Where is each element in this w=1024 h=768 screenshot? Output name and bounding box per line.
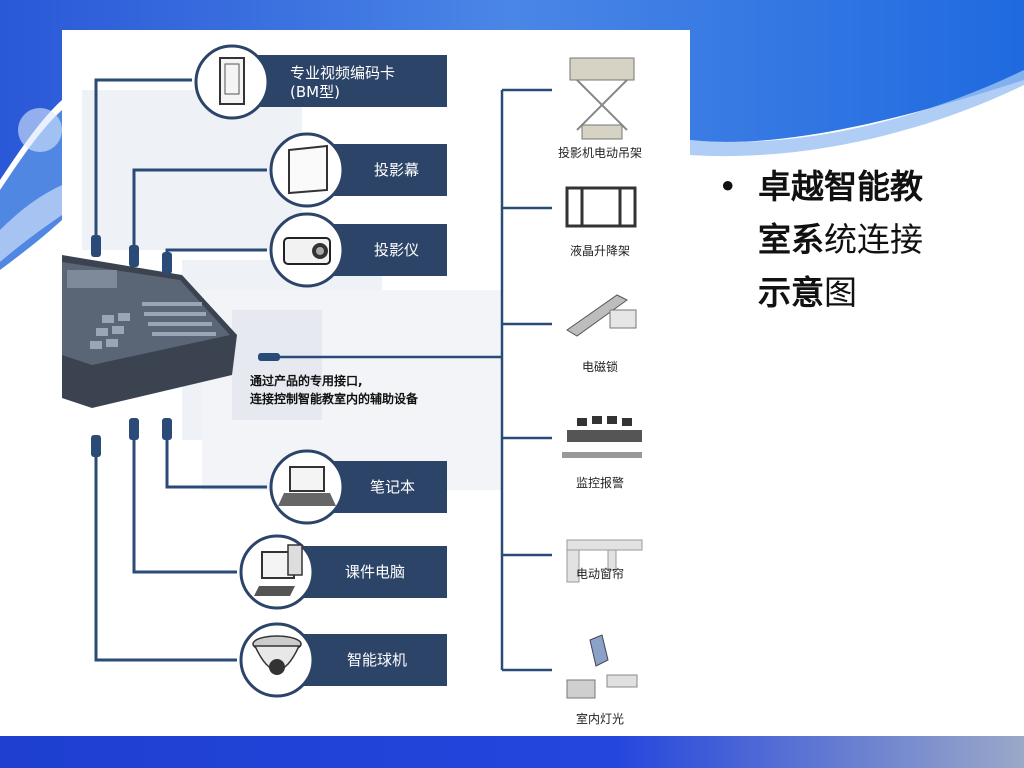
connection-note-line1: 通过产品的专用接口, (250, 374, 363, 388)
diagram-background (82, 90, 502, 490)
indoor-light-icon (566, 634, 638, 699)
slide-title-line2-bold: 室系 (758, 220, 824, 259)
surveillance-alarm-icon (562, 416, 642, 458)
pill-dome-camera (239, 622, 447, 698)
slide-title: 卓越智能教 室系统连接 示意图 (758, 160, 1008, 319)
magnetic-lock-icon (566, 294, 637, 337)
bottom-accent-bar (0, 736, 1024, 768)
connection-note: 通过产品的专用接口, 连接控制智能教室内的辅助设备 (250, 372, 418, 408)
video-card-label: 专业视频编码卡 (BM型) (290, 64, 395, 102)
laptop-label: 笔记本 (370, 478, 416, 496)
projector-icon (283, 237, 331, 265)
projector-lift-icon (569, 57, 635, 140)
dome-camera-icon (252, 635, 302, 675)
connector-plugs (91, 235, 280, 457)
projection-screen-icon (288, 144, 328, 195)
connection-note-line2: 连接控制智能教室内的辅助设备 (250, 392, 419, 406)
slide-title-line3: 示意图 (758, 266, 1008, 319)
desktop-computer-label: 课件电脑 (345, 563, 406, 581)
lcd-lift-icon (565, 186, 637, 228)
video-card-label-line2: (BM型) (290, 83, 340, 101)
slide-title-line2: 室系统连接 (758, 213, 1008, 266)
video-card-icon (219, 57, 245, 105)
right-connection-lines (277, 88, 552, 672)
slide-title-line1: 卓越智能教 (758, 167, 923, 206)
projector-lift-label: 投影机电动吊架 (557, 146, 642, 160)
left-connection-lines (94, 78, 267, 662)
magnetic-lock-label: 电磁锁 (581, 360, 618, 374)
electric-curtain-icon (566, 539, 643, 583)
indoor-light-label: 室内灯光 (575, 712, 624, 726)
laptop-icon (278, 466, 336, 506)
dome-camera-label: 智能球机 (347, 651, 408, 669)
pill-video-card (194, 44, 447, 120)
projector-label: 投影仪 (374, 241, 420, 259)
pill-projector (269, 212, 447, 288)
slide-title-line3-normal: 图 (824, 273, 857, 312)
pill-desktop-computer (239, 534, 447, 610)
slide-title-line3-bold: 示意 (758, 273, 824, 312)
pill-projection-screen (269, 132, 447, 208)
connection-diagram: 专业视频编码卡 (BM型) 投影幕 投影仪 笔记本 课件电脑 智能球机 通过产品… (62, 30, 690, 736)
bullet-dot: • (718, 167, 738, 206)
desktop-computer-icon (254, 544, 303, 596)
lcd-lift-label: 液晶升降架 (569, 244, 630, 258)
surveillance-alarm-label: 监控报警 (575, 476, 624, 490)
pill-laptop (269, 449, 447, 525)
electric-curtain-label: 电动窗帘 (575, 567, 624, 581)
projection-screen-label: 投影幕 (374, 161, 420, 179)
slide-title-line2-normal: 统连接 (824, 220, 923, 259)
video-card-label-line1: 专业视频编码卡 (290, 64, 396, 82)
central-controller-icon (62, 255, 237, 408)
